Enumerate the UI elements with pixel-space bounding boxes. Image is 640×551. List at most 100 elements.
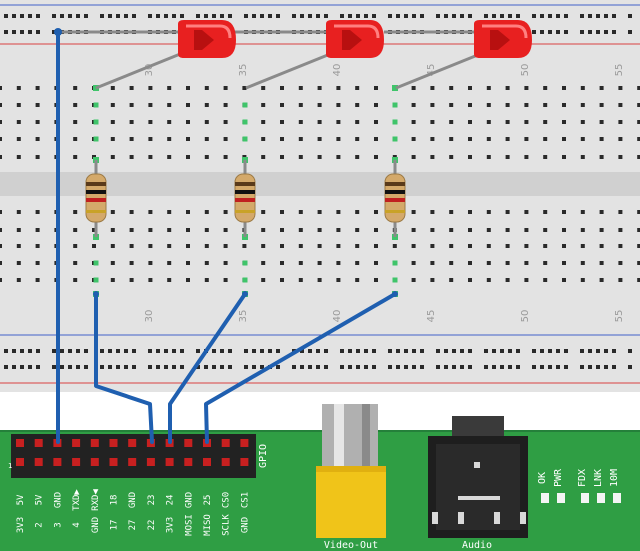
- breadboard-hole: [0, 155, 2, 159]
- rail-hole: [28, 365, 32, 369]
- breadboard-hole: [336, 155, 341, 159]
- breadboard-hole: [223, 210, 228, 214]
- rail-hole: [564, 14, 568, 18]
- breadboard-hole: [543, 228, 548, 232]
- gpio-pin: [34, 458, 43, 466]
- pin-label-top: 18: [110, 495, 120, 506]
- breadboard-hole: [430, 210, 435, 214]
- breadboard-hole: [129, 278, 134, 282]
- breadboard-hole: [73, 244, 78, 248]
- breadboard-hole: [486, 244, 491, 248]
- breadboard-hole: [73, 261, 78, 265]
- rail-hole: [12, 349, 16, 353]
- breadboard-hole: [355, 228, 360, 232]
- gpio-pin: [72, 458, 81, 466]
- breadboard-hole: [618, 120, 623, 124]
- breadboard-hole: [524, 210, 529, 214]
- rail-hole: [348, 365, 352, 369]
- rail-hole: [452, 365, 456, 369]
- video-out-connector: Video-Out: [316, 404, 386, 551]
- connected-hole: [242, 136, 248, 142]
- rail-hole: [52, 349, 56, 353]
- rail-hole: [396, 14, 400, 18]
- connected-hole: [242, 277, 248, 283]
- rail-hole: [436, 349, 440, 353]
- breadboard-hole: [411, 120, 416, 124]
- rail-hole: [388, 14, 392, 18]
- breadboard-hole: [449, 210, 454, 214]
- rail-hole: [156, 14, 160, 18]
- breadboard-hole: [543, 155, 548, 159]
- breadboard-hole: [148, 137, 153, 141]
- breadboard-hole: [223, 261, 228, 265]
- breadboard-hole: [35, 244, 40, 248]
- led-2: [326, 20, 384, 58]
- rail-hole: [556, 349, 560, 353]
- rail-hole: [220, 365, 224, 369]
- breadboard-hole: [430, 155, 435, 159]
- breadboard-hole: [599, 137, 604, 141]
- breadboard-hole: [562, 120, 566, 124]
- rail-hole: [364, 365, 368, 369]
- breadboard-hole: [186, 137, 190, 141]
- rail-hole: [100, 14, 104, 18]
- status-led-label: PWR: [553, 468, 564, 487]
- breadboard-hole: [430, 103, 435, 107]
- breadboard-hole: [129, 155, 134, 159]
- breadboard-hole: [374, 278, 378, 282]
- connected-hole: [242, 260, 248, 266]
- gpio-pin: [184, 439, 193, 447]
- rail-hole: [356, 349, 360, 353]
- rail-hole: [116, 14, 120, 18]
- breadboard-hole: [618, 244, 623, 248]
- breadboard-hole: [223, 155, 228, 159]
- breadboard-hole: [562, 210, 566, 214]
- breadboard-hole: [16, 210, 21, 214]
- rail-hole: [556, 14, 560, 18]
- rail-hole: [492, 349, 496, 353]
- rail-hole: [356, 14, 360, 18]
- rail-hole: [484, 349, 488, 353]
- breadboard-hole: [261, 228, 266, 232]
- connected-hole: [392, 85, 398, 91]
- rail-hole: [12, 30, 16, 34]
- rail-hole: [292, 14, 296, 18]
- rail-hole: [580, 365, 584, 369]
- breadboard-hole: [167, 228, 172, 232]
- breadboard-hole: [280, 155, 284, 159]
- rail-hole: [596, 30, 600, 34]
- breadboard-hole: [562, 278, 566, 282]
- rail-hole: [148, 365, 152, 369]
- pin-label-top: 5V: [35, 494, 45, 505]
- breadboard-hole: [92, 228, 96, 232]
- breadboard-hole: [0, 120, 2, 124]
- rail-hole: [244, 365, 248, 369]
- rail-hole: [444, 365, 448, 369]
- gpio-label: GPIO: [258, 444, 269, 468]
- breadboard-hole: [317, 155, 322, 159]
- rail-hole: [604, 349, 608, 353]
- rail-hole: [4, 14, 8, 18]
- breadboard-hole: [186, 261, 190, 265]
- jumper-wires: [56, 30, 397, 444]
- breadboard-hole: [317, 278, 322, 282]
- breadboard-hole: [186, 120, 190, 124]
- breadboard-hole: [355, 210, 360, 214]
- breadboard-hole: [280, 86, 284, 90]
- pin-label-bottom: GND: [91, 517, 101, 533]
- rail-hole: [564, 30, 568, 34]
- led-legs: [58, 30, 501, 90]
- rail-hole: [244, 14, 248, 18]
- breadboard-hole: [580, 103, 585, 107]
- breadboard-hole: [562, 261, 566, 265]
- breadboard-hole: [129, 103, 134, 107]
- breadboard-hole: [317, 244, 322, 248]
- leds: [178, 20, 532, 58]
- breadboard-hole: [468, 228, 472, 232]
- breadboard-hole: [35, 155, 40, 159]
- breadboard-hole: [505, 210, 510, 214]
- resistors: [85, 160, 406, 237]
- breadboard-hole: [167, 261, 172, 265]
